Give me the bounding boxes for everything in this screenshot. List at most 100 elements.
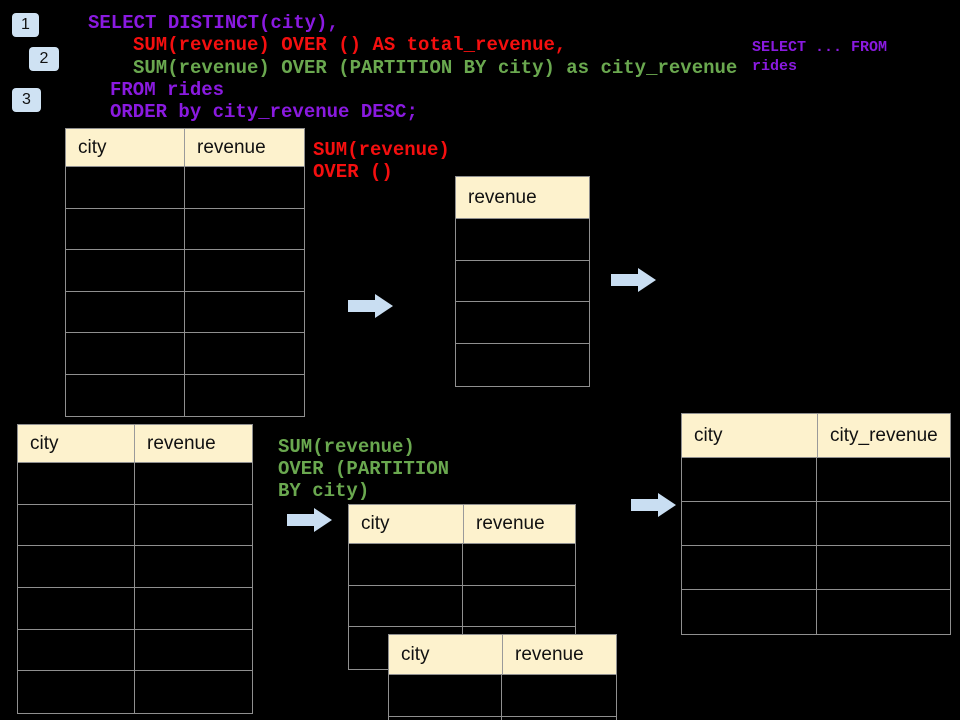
- table-partition-b-header: city revenue: [389, 635, 616, 675]
- table-cell-empty: [66, 374, 185, 416]
- table-cell-empty: [66, 208, 185, 249]
- table-cell-empty: [682, 546, 817, 589]
- table-row-empty: [682, 546, 950, 590]
- column-header-revenue: revenue: [476, 513, 545, 534]
- table-source-bottom-body: [18, 463, 252, 713]
- column-header-revenue: revenue: [197, 136, 266, 158]
- side-note-line2: rides: [752, 58, 798, 75]
- table-row-empty: [456, 344, 589, 386]
- table-cell-empty: [66, 250, 185, 291]
- table-partition-b: city revenue: [388, 634, 617, 720]
- table-cell-empty: [135, 630, 252, 671]
- table-cell-empty: [18, 546, 135, 587]
- sql-line-from: FROM rides: [110, 79, 225, 101]
- column-header-revenue: revenue: [147, 432, 216, 454]
- table-cell-empty: [682, 590, 817, 634]
- column-header-city: city: [389, 635, 503, 674]
- table-cell-empty: [502, 675, 614, 716]
- step-badge-1-label: 1: [21, 16, 30, 33]
- table-cell-empty: [18, 629, 135, 671]
- table-cell-empty: [66, 167, 185, 208]
- table-cell-empty: [185, 292, 304, 333]
- table-row-empty: [66, 250, 304, 292]
- table-row-empty: [18, 629, 252, 672]
- table-source-top: city revenue: [65, 128, 305, 417]
- table-cell-empty: [817, 458, 948, 501]
- arrow-right-icon: [348, 294, 393, 318]
- column-header-city: city: [66, 129, 185, 166]
- arrow-right-icon: [611, 268, 656, 292]
- table-row-empty: [389, 717, 616, 720]
- table-row-empty: [18, 504, 252, 547]
- table-cell-empty: [817, 502, 948, 545]
- table-row-empty: [349, 544, 575, 586]
- sql-line-order-by: ORDER by city_revenue DESC;: [110, 101, 418, 123]
- column-header-city-revenue: city_revenue: [830, 424, 938, 446]
- table-partition-b-body: [389, 675, 616, 720]
- table-cell-empty: [463, 586, 575, 627]
- table-row-empty: [18, 587, 252, 630]
- table-row-empty: [66, 167, 304, 209]
- annotation-partition-line1: SUM(revenue): [278, 436, 415, 458]
- table-cell-empty: [817, 546, 948, 589]
- column-header-revenue: revenue: [515, 643, 584, 665]
- table-row-empty: [389, 675, 616, 717]
- table-cell-empty: [18, 671, 135, 713]
- table-row-empty: [66, 291, 304, 333]
- table-cell-empty: [817, 590, 948, 634]
- table-source-top-body: [66, 167, 304, 416]
- table-cell-empty: [135, 588, 252, 629]
- table-cell-empty: [135, 505, 252, 546]
- sql-line-city-revenue: SUM(revenue) OVER (PARTITION BY city) as…: [133, 57, 738, 79]
- table-cell-empty: [682, 458, 817, 501]
- annotation-total-line2: OVER (): [313, 161, 393, 183]
- table-cell-empty: [18, 463, 135, 504]
- step-badge-2-label: 2: [39, 50, 49, 67]
- table-cell-empty: [185, 333, 304, 374]
- arrow-right-icon: [287, 508, 332, 532]
- table-cell-empty: [682, 502, 817, 545]
- table-cell-empty: [456, 344, 589, 386]
- annotation-partition-line3: BY city): [278, 480, 370, 502]
- table-cell-empty: [66, 291, 185, 332]
- table-cell-empty: [135, 463, 252, 504]
- side-note: SELECT ... FROM rides: [752, 38, 887, 76]
- table-cell-empty: [389, 675, 502, 716]
- annotation-total-line1: SUM(revenue): [313, 139, 450, 161]
- table-row-empty: [66, 208, 304, 250]
- sql-line-select: SELECT DISTINCT(city),: [88, 12, 339, 34]
- column-header-city: city: [682, 414, 818, 457]
- side-note-line1: SELECT ... FROM: [752, 39, 888, 56]
- step-badge-3-label: 3: [22, 91, 31, 108]
- table-result: city city_revenue: [681, 413, 951, 635]
- table-cell-empty: [456, 261, 589, 302]
- table-row-empty: [18, 671, 252, 713]
- table-row-empty: [18, 463, 252, 505]
- table-total-revenue-header: revenue: [456, 177, 589, 219]
- table-cell-empty: [349, 544, 463, 585]
- table-cell-empty: [456, 302, 589, 343]
- table-row-empty: [66, 333, 304, 375]
- table-result-body: [682, 458, 950, 634]
- table-cell-empty: [66, 333, 185, 374]
- table-row-empty: [682, 502, 950, 546]
- step-badge-2: 2: [29, 47, 59, 71]
- sql-line-total-revenue: SUM(revenue) OVER () AS total_revenue,: [133, 34, 567, 56]
- table-cell-empty: [185, 167, 304, 208]
- table-cell-empty: [389, 717, 502, 720]
- table-row-empty: [456, 219, 589, 261]
- step-badge-1: 1: [12, 13, 39, 37]
- table-cell-empty: [349, 585, 463, 627]
- table-total-revenue-body: [456, 219, 589, 386]
- table-row-empty: [66, 374, 304, 416]
- table-result-header: city city_revenue: [682, 414, 950, 458]
- arrow-right-icon: [631, 493, 676, 517]
- column-header-revenue: revenue: [468, 186, 537, 208]
- table-cell-empty: [135, 546, 252, 587]
- table-source-bottom-header: city revenue: [18, 425, 252, 463]
- table-row-empty: [682, 458, 950, 502]
- column-header-city: city: [18, 425, 135, 462]
- table-source-bottom: city revenue: [17, 424, 253, 714]
- table-row-empty: [456, 302, 589, 345]
